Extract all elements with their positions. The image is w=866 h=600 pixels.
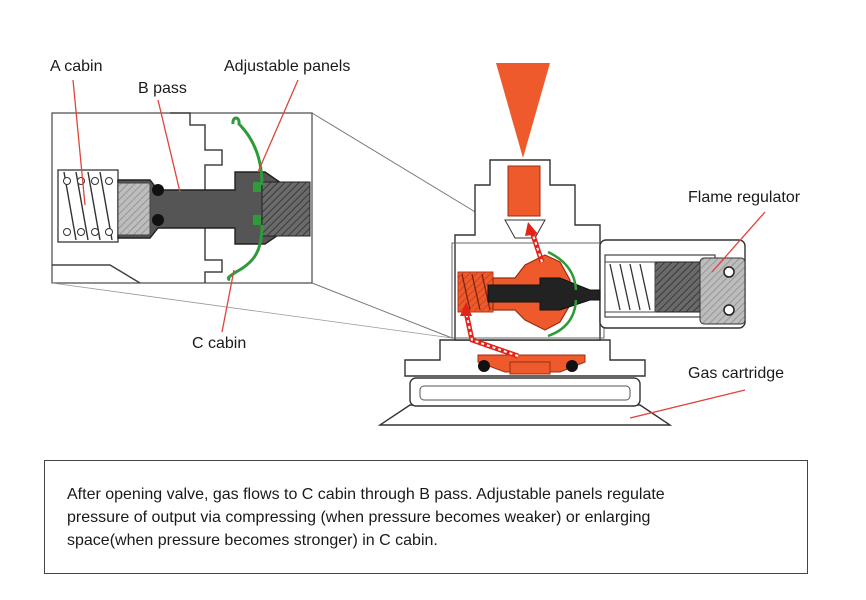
regulator-body xyxy=(377,159,746,426)
label-b-pass: B pass xyxy=(138,80,187,97)
caption-box: After opening valve, gas flows to C cabi… xyxy=(44,460,808,574)
caption-line: pressure of output via compressing (when… xyxy=(67,509,651,526)
adjustable-panel-lower xyxy=(226,224,264,282)
o-ring xyxy=(152,184,164,196)
caption-line: After opening valve, gas flows to C cabi… xyxy=(67,486,665,503)
o-ring xyxy=(152,214,164,226)
nozzle xyxy=(507,165,541,217)
spring-a-cabin xyxy=(57,169,119,243)
flame-triangle-icon xyxy=(496,63,550,158)
caption-text: After opening valve, gas flows to C cabi… xyxy=(67,483,787,552)
flow-arrow-icon xyxy=(460,222,545,359)
label-adjustable-panels: Adjustable panels xyxy=(224,58,351,75)
label-a-cabin: A cabin xyxy=(50,58,103,75)
zoom-inset xyxy=(51,112,313,284)
label-flame-regulator: Flame regulator xyxy=(688,189,801,206)
label-gas-cartridge: Gas cartridge xyxy=(688,365,785,382)
leader-lines xyxy=(72,79,766,419)
label-c-cabin: C cabin xyxy=(192,335,247,352)
caption-line: space(when pressure becomes stronger) in… xyxy=(67,532,438,549)
